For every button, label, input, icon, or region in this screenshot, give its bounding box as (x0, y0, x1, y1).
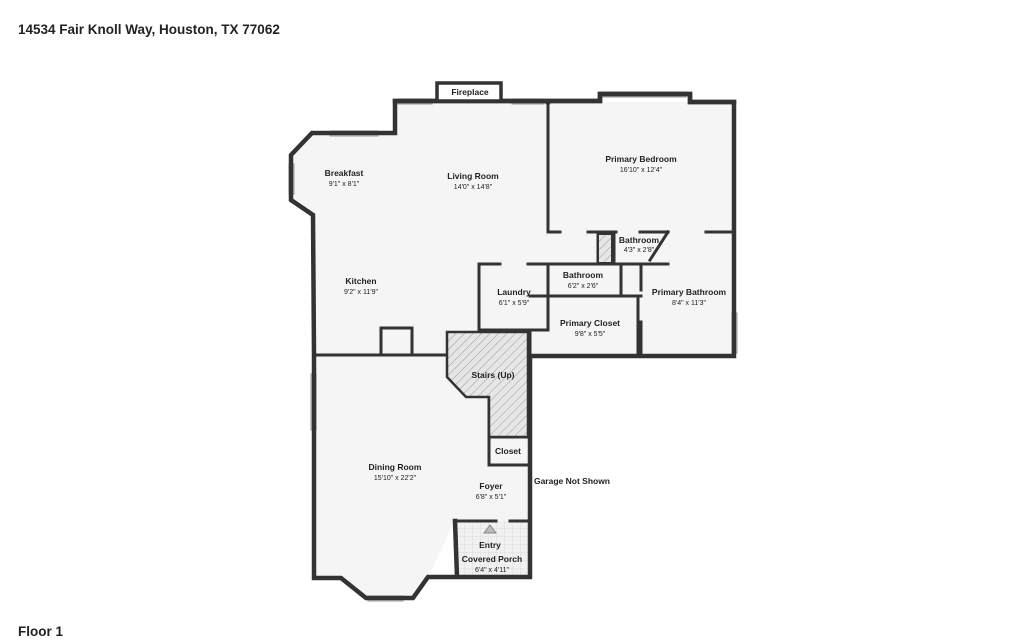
label-laundry: Laundry (497, 287, 531, 297)
label-bathroom: Bathroom (563, 270, 604, 280)
label-garage-not-shown: Garage Not Shown (534, 476, 610, 486)
label-kitchen: Kitchen (345, 276, 376, 286)
dims-covered-porch: 6'4" x 4'11" (475, 567, 509, 574)
dims-bathroom: 6'2" x 2'6" (568, 283, 599, 290)
label-entry: Entry (479, 540, 501, 550)
label-closet: Closet (495, 446, 521, 456)
label-foyer: Foyer (479, 481, 503, 491)
label-covered-porch: Covered Porch (462, 554, 522, 564)
entry-arrow-icon (483, 524, 497, 534)
label-bathroom-small: Bathroom (619, 235, 660, 245)
label-fireplace: Fireplace (451, 87, 489, 97)
label-living-room: Living Room (447, 171, 499, 181)
label-primary-bathroom: Primary Bathroom (652, 287, 727, 297)
dims-living-room: 14'0" x 14'8" (454, 184, 493, 191)
label-stairs: Stairs (Up) (472, 370, 515, 380)
dims-bathroom-small: 4'3" x 2'8" (624, 247, 655, 254)
stairs-shape (445, 330, 530, 439)
address-title: 14534 Fair Knoll Way, Houston, TX 77062 (18, 22, 280, 37)
dims-foyer: 6'8" x 5'1" (476, 494, 507, 501)
dims-primary-bedroom: 16'10" x 12'4" (620, 167, 663, 174)
label-dining-room: Dining Room (369, 462, 422, 472)
dims-laundry: 6'1" x 5'9" (499, 300, 530, 307)
label-breakfast: Breakfast (325, 168, 364, 178)
dims-kitchen: 9'2" x 11'9" (344, 289, 378, 296)
label-primary-bedroom: Primary Bedroom (605, 154, 677, 164)
floor-label: Floor 1 (18, 624, 64, 639)
dims-dining-room: 15'10" x 22'2" (374, 475, 417, 482)
dims-breakfast: 9'1" x 8'1" (329, 181, 360, 188)
fireplace (435, 81, 503, 103)
dims-primary-closet: 9'8" x 5'5" (575, 331, 606, 338)
bath-fixture (597, 233, 613, 264)
label-primary-closet: Primary Closet (560, 318, 620, 328)
dims-primary-bathroom: 8'4" x 11'3" (672, 300, 706, 307)
